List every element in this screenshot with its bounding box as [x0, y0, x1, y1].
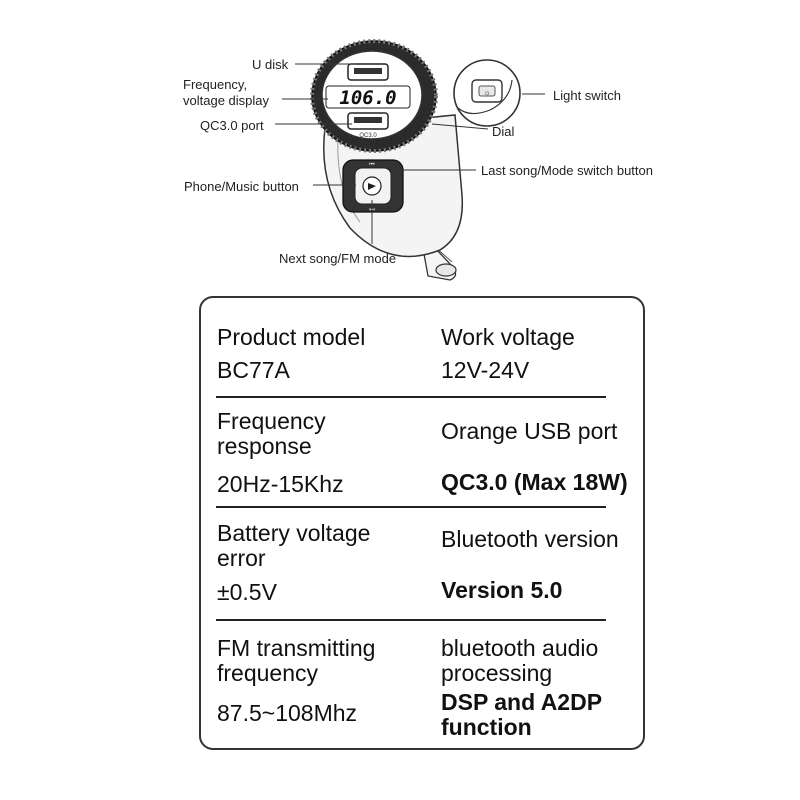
svg-text:☼: ☼: [483, 88, 490, 97]
label-last-song-mode-switch: Last song/Mode switch button: [481, 163, 653, 178]
spec-value-work-voltage: 12V-24V: [441, 357, 530, 383]
product-diagram: 106.0 QC3.0 ⏮ ⏭ ☼: [0, 0, 800, 290]
label-frequency-display-line1: Frequency,: [183, 77, 248, 92]
spec-value-fm-transmitting-frequency: 87.5~108Mhz: [217, 700, 358, 726]
label-light-switch: Light switch: [553, 88, 621, 103]
row-divider: [216, 396, 606, 398]
spec-value-product-model: BC77A: [217, 357, 290, 383]
label-dial: Dial: [492, 124, 515, 139]
spec-label-product-model: Product model: [217, 324, 366, 350]
frequency-display: 106.0: [325, 85, 411, 109]
spec-label-work-voltage: Work voltage: [441, 324, 575, 350]
spec-value-bluetooth-version: Version 5.0: [441, 577, 563, 603]
spec-label-orange-usb-port: Orange USB port: [441, 418, 618, 444]
svg-text:QC3.0: QC3.0: [359, 133, 377, 139]
label-frequency-display-line2: voltage display: [183, 93, 269, 108]
svg-text:106.0: 106.0: [339, 87, 396, 109]
light-switch-inset: ☼: [453, 59, 521, 127]
row-divider: [216, 619, 606, 621]
spec-value-battery-voltage-error: ±0.5V: [217, 579, 277, 605]
car-charger-illustration: 106.0 QC3.0 ⏮ ⏭ ☼: [275, 39, 545, 281]
label-u-disk: U disk: [252, 57, 289, 72]
spec-label-bluetooth-version: Bluetooth version: [441, 526, 619, 552]
svg-text:⏮: ⏮: [369, 162, 375, 168]
callout-lines: [275, 63, 545, 244]
spec-value-frequency-response: 20Hz-15Khz: [217, 471, 344, 497]
label-phone-music-button: Phone/Music button: [184, 179, 299, 194]
spec-table-frame: [199, 296, 645, 750]
spec-value-orange-usb-port: QC3.0 (Max 18W): [441, 469, 628, 495]
u-disk-port: [347, 63, 389, 81]
label-qc3-port: QC3.0 port: [200, 118, 264, 133]
row-divider: [216, 506, 606, 508]
label-next-song-fm-mode: Next song/FM mode: [279, 251, 397, 266]
control-pad: ⏮ ⏭: [342, 159, 404, 213]
qc3-port: QC3.0: [347, 112, 389, 139]
